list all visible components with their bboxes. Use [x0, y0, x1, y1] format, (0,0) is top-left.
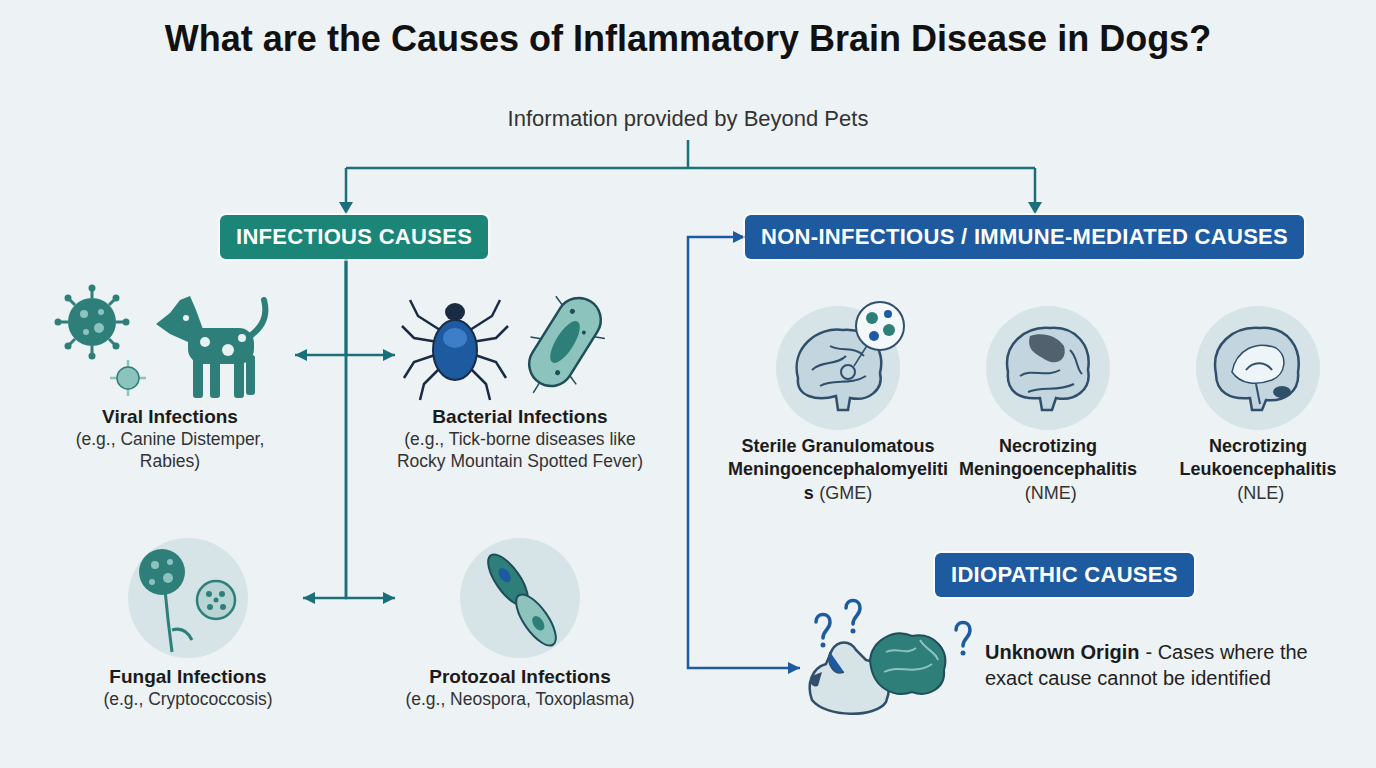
text-block: Unknown Origin- Cases where the exact ca…	[985, 639, 1330, 691]
connector-arrow	[346, 259, 395, 598]
diagram-title: What are the Causes of Inflammatory Brai…	[0, 18, 1376, 60]
dog-head-icon	[810, 633, 946, 713]
item-detail: (NME)	[1025, 482, 1077, 505]
item-detail: (e.g., Canine Distemper, Rabies)	[45, 429, 295, 473]
item-heading: Necrotizing Meningoencephalitis	[959, 436, 1137, 479]
connector-arrow	[346, 259, 395, 355]
text-block: Necrotizing Leukoencephalitis (NLE)	[1158, 435, 1358, 505]
protozoa-icon	[460, 538, 580, 658]
item-detail: (NLE)	[1237, 482, 1284, 505]
item-detail: (e.g., Cryptococcosis)	[73, 689, 303, 711]
top-split-connector	[346, 140, 1035, 204]
bacterium-icon	[506, 284, 618, 410]
dog-icon	[156, 296, 265, 398]
category-pill: INFECTIOUS CAUSES	[220, 215, 488, 259]
category-pill: NON-INFECTIOUS / IMMUNE-MEDIATED CAUSES	[745, 215, 1304, 259]
brain-icon-nme	[986, 306, 1110, 430]
item-heading: NON-INFECTIOUS / IMMUNE-MEDIATED CAUSES	[761, 224, 1288, 249]
text-block: Sterile Granulomatous Meningoencephalomy…	[723, 435, 953, 505]
item-heading: Necrotizing Leukoencephalitis	[1179, 436, 1336, 479]
item-heading: Bacterial Infections	[395, 405, 645, 429]
item-heading: INFECTIOUS CAUSES	[236, 224, 472, 249]
connector-arrow	[295, 259, 346, 355]
disease-item: Necrotizing Meningoencephalitis (NME)	[953, 305, 1143, 505]
connector-arrow	[303, 259, 346, 598]
cause-item: Fungal Infections(e.g., Cryptococcosis)	[73, 535, 303, 711]
item-detail: (GME)	[819, 482, 872, 505]
virus-icon	[55, 285, 147, 397]
category-pill: IDIOPATHIC CAUSES	[935, 553, 1194, 597]
item-heading: Protozoal Infections	[395, 665, 645, 689]
item-detail: (e.g., Neospora, Toxoplasma)	[395, 689, 645, 711]
unknown-item: Unknown Origin- Cases where the exact ca…	[800, 610, 1330, 720]
brain-icon-gme	[776, 302, 904, 430]
cause-item: Bacterial Infections(e.g., Tick-borne di…	[395, 290, 645, 473]
arrowhead	[1028, 202, 1042, 214]
item-heading: Unknown Origin	[985, 641, 1139, 663]
disease-item: Necrotizing Leukoencephalitis (NLE)	[1158, 305, 1358, 505]
source-note: Information provided by Beyond Pets	[0, 106, 1376, 132]
text-block: Necrotizing Meningoencephalitis (NME)	[953, 435, 1143, 505]
question-mark-dots	[821, 629, 966, 656]
item-heading: IDIOPATHIC CAUSES	[951, 562, 1178, 587]
disease-item: Sterile Granulomatous Meningoencephalomy…	[723, 305, 953, 505]
question-mark-symbols	[816, 601, 970, 647]
cause-item: Viral Infections(e.g., Canine Distemper,…	[45, 285, 295, 473]
tick-icon	[402, 300, 508, 400]
fungus-icon	[128, 538, 248, 658]
item-detail: (e.g., Tick-borne diseases like Rocky Mo…	[395, 429, 645, 473]
arrowhead	[339, 202, 353, 214]
item-heading: Fungal Infections	[73, 665, 303, 689]
cause-item: Protozoal Infections(e.g., Neospora, Tox…	[395, 535, 645, 711]
item-heading: Viral Infections	[45, 405, 295, 429]
brain-icon-nle	[1196, 306, 1320, 430]
